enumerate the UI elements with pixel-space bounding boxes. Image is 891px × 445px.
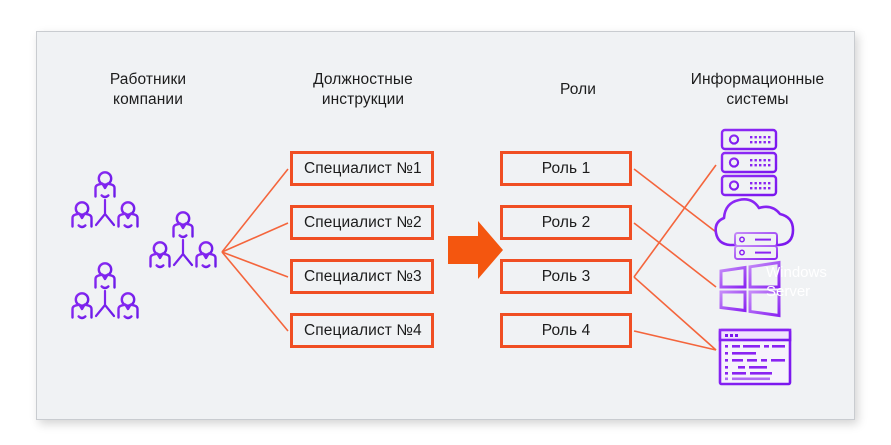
arrow-right-icon [448, 221, 503, 279]
role-label: Роль 1 [541, 159, 591, 177]
windows-server-label: Windows Server [766, 264, 827, 300]
column-title-job-descriptions: Должностные инструкции [313, 71, 413, 108]
people-group-icon-3 [151, 212, 216, 267]
cloud-server-icon [714, 198, 795, 260]
role-box-2[interactable]: Роль 2 [500, 205, 632, 240]
server-rack-icon [720, 128, 778, 197]
diagram-card [36, 31, 855, 420]
column-title-employees: Работники компании [109, 71, 187, 108]
role-box-1[interactable]: Роль 1 [500, 151, 632, 186]
windows-logo-icon [719, 260, 781, 318]
people-group-icon-2 [73, 263, 138, 318]
role-label: Роль 3 [541, 267, 591, 285]
job-description-box-3[interactable]: Специалист №3 [290, 259, 434, 294]
role-box-4[interactable]: Роль 4 [500, 313, 632, 348]
job-description-label: Специалист №3 [304, 267, 422, 285]
job-description-box-2[interactable]: Специалист №2 [290, 205, 434, 240]
code-window-icon [718, 328, 792, 386]
connectors-employees-to-job-descriptions [221, 168, 289, 332]
role-label: Роль 2 [541, 213, 591, 231]
job-description-label: Специалист №2 [304, 213, 422, 231]
job-description-box-1[interactable]: Специалист №1 [290, 151, 434, 186]
column-title-information-systems: Информационные системы [690, 71, 825, 108]
role-label: Роль 4 [541, 321, 591, 339]
job-description-label: Специалист №4 [304, 321, 422, 339]
job-description-box-4[interactable]: Специалист №4 [290, 313, 434, 348]
job-description-label: Специалист №1 [304, 159, 422, 177]
role-box-3[interactable]: Роль 3 [500, 259, 632, 294]
connectors-roles-to-systems [633, 164, 717, 351]
column-title-roles: Роли [559, 81, 597, 98]
people-group-icon-1 [73, 172, 138, 227]
